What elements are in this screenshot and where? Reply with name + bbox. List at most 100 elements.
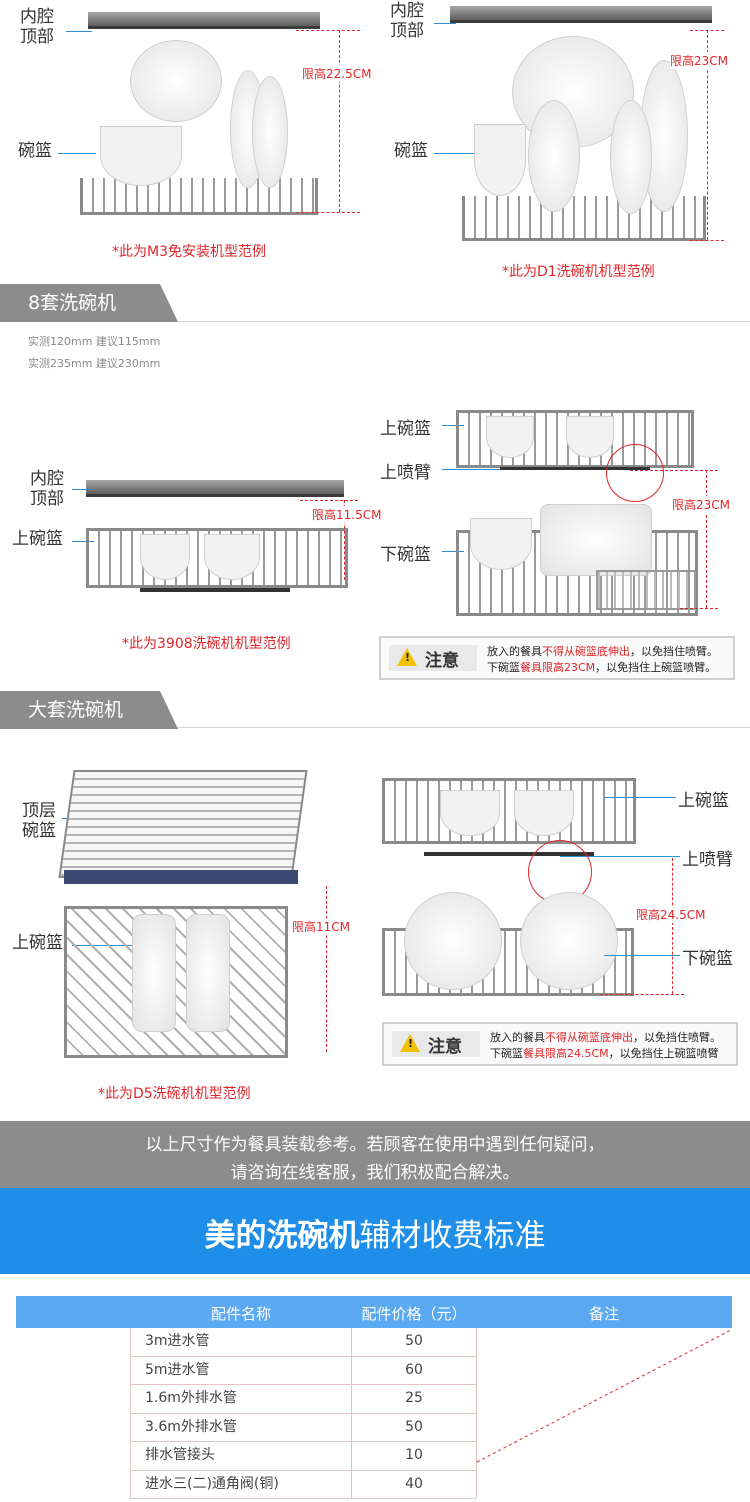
cell-part-price: 40 bbox=[405, 1475, 423, 1492]
notice-line-1: 放入的餐具不得从碗篮底伸出，以免挡住喷臂。 bbox=[487, 645, 718, 658]
bowl-image bbox=[140, 534, 190, 580]
cavity-top-slab bbox=[450, 6, 712, 23]
cell-part-price: 50 bbox=[405, 1418, 423, 1435]
bowl-image bbox=[440, 790, 500, 836]
warning-icon bbox=[397, 648, 417, 666]
notice-line-1: 放入的餐具不得从碗篮底伸出，以免挡住喷臂。 bbox=[490, 1031, 721, 1044]
measure-note: 实测235mm 建议230mm bbox=[28, 357, 161, 370]
cavity-top-slab bbox=[88, 12, 320, 29]
model-caption: *此为M3免安装机型范例 bbox=[112, 244, 266, 260]
header-name: 配件名称 bbox=[210, 1305, 271, 1323]
leader-line bbox=[434, 23, 456, 24]
bowl-image bbox=[100, 126, 182, 186]
leader-line bbox=[604, 797, 676, 798]
notice-box: ! 注意 放入的餐具不得从碗篮底伸出，以免挡住喷臂。 下碗篮餐具限高24.5CM… bbox=[382, 1022, 738, 1066]
label-basket: 碗篮 bbox=[18, 141, 52, 161]
model-caption: *此为3908洗碗机机型范例 bbox=[122, 636, 291, 652]
table-row: 5m进水管 60 bbox=[130, 1356, 476, 1385]
leader-line bbox=[72, 489, 92, 490]
leader-line bbox=[604, 955, 680, 956]
label-upper-arm: 上喷臂 bbox=[380, 463, 431, 483]
cell-part-name: 1.6m外排水管 bbox=[131, 1385, 352, 1413]
fee-banner-title: 美的洗碗机辅材收费标准 bbox=[204, 1218, 546, 1254]
limit-dashed-line bbox=[690, 30, 724, 31]
spray-arm-image bbox=[500, 467, 650, 470]
label-cavity-top: 内腔 顶部 bbox=[30, 469, 64, 509]
bowl-image bbox=[474, 124, 526, 196]
cell-part-name: 5m进水管 bbox=[131, 1356, 352, 1384]
label-basket: 碗篮 bbox=[394, 141, 428, 161]
cell-part-price: 60 bbox=[405, 1361, 423, 1378]
label-lower-basket: 下碗篮 bbox=[682, 949, 733, 969]
cell-part-price: 25 bbox=[405, 1390, 423, 1406]
notice-line-2: 下碗篮餐具限高23CM，以免挡住上碗篮喷臂。 bbox=[487, 661, 717, 674]
footer-notice-line-2: 请咨询在线客服，我们积极配合解决。 bbox=[230, 1163, 520, 1183]
height-limit-label: 限高24.5CM bbox=[636, 906, 706, 923]
limit-dashed-line bbox=[344, 500, 345, 580]
section-divider bbox=[0, 321, 750, 322]
plate-image bbox=[610, 100, 652, 214]
remark-cell bbox=[476, 1328, 733, 1498]
upper-basket-image bbox=[382, 778, 636, 844]
label-lower-basket: 下碗篮 bbox=[380, 545, 431, 565]
height-limit-label: 限高11CM bbox=[292, 918, 351, 935]
dish-basket-image bbox=[80, 178, 318, 215]
height-limit-label: 限高23CM bbox=[672, 496, 731, 513]
limit-dashed-line bbox=[296, 30, 360, 31]
bowl-image bbox=[566, 416, 614, 458]
model-caption: *此为D5洗碗机机型范例 bbox=[98, 1086, 251, 1102]
limit-dashed-line bbox=[339, 30, 340, 212]
notice-badge: ! 注意 bbox=[389, 645, 477, 671]
notice-box: ! 注意 放入的餐具不得从碗篮底伸出，以免挡住喷臂。 下碗篮餐具限高23CM，以… bbox=[379, 636, 735, 680]
limit-dashed-line bbox=[296, 212, 360, 213]
cup-stack-image bbox=[186, 914, 230, 1032]
limit-dashed-line bbox=[680, 608, 718, 609]
section-title: 8套洗碗机 bbox=[0, 284, 178, 322]
cell-part-name: 排水管接头 bbox=[131, 1442, 352, 1470]
leader-line bbox=[560, 856, 680, 857]
section-divider bbox=[0, 727, 750, 728]
label-upper-basket: 上碗篮 bbox=[380, 419, 431, 439]
notice-badge: ! 注意 bbox=[392, 1031, 480, 1057]
bowl-image bbox=[514, 790, 574, 836]
measure-note: 实测120mm 建议115mm bbox=[28, 335, 161, 348]
label-top-layer-basket: 顶层 碗篮 bbox=[22, 801, 56, 841]
label-upper-basket: 上碗篮 bbox=[678, 791, 729, 811]
height-limit-label: 限高11.5CM bbox=[312, 506, 382, 523]
limit-dashed-line bbox=[300, 500, 358, 501]
cutlery-basket-image bbox=[596, 570, 696, 610]
top-layer-frame bbox=[64, 870, 298, 884]
limit-dashed-line bbox=[630, 470, 718, 471]
spray-arm-image bbox=[140, 588, 290, 592]
bowl-image bbox=[470, 518, 532, 570]
detail-circle bbox=[606, 444, 664, 502]
limit-dashed-line bbox=[706, 470, 707, 608]
footer-notice: 以上尺寸作为餐具装载参考。若顾客在使用中遇到任何疑问， 请咨询在线客服，我们积极… bbox=[0, 1121, 750, 1188]
leader-line bbox=[442, 425, 464, 426]
header-remark: 备注 bbox=[588, 1305, 619, 1323]
height-limit-label: 限高22.5CM bbox=[302, 65, 372, 82]
model-caption: *此为D1洗碗机机型范例 bbox=[502, 264, 655, 280]
notice-title: 注意 bbox=[428, 1037, 462, 1057]
plate-image bbox=[520, 892, 618, 990]
fee-banner: 美的洗碗机辅材收费标准 bbox=[0, 1188, 750, 1274]
section-title: 大套洗碗机 bbox=[0, 691, 178, 729]
limit-dashed-line bbox=[600, 994, 684, 995]
leader-line bbox=[66, 31, 92, 32]
cell-part-name: 3.6m外排水管 bbox=[131, 1413, 352, 1441]
header-price: 配件价格（元） bbox=[361, 1305, 467, 1323]
label-upper-basket: 上碗篮 bbox=[12, 933, 63, 953]
cell-part-price: 50 bbox=[405, 1333, 423, 1349]
footer-notice-line-1: 以上尺寸作为餐具装载参考。若顾客在使用中遇到任何疑问， bbox=[145, 1135, 605, 1155]
limit-dashed-line bbox=[707, 30, 708, 240]
upper-basket-image bbox=[64, 906, 288, 1058]
label-upper-arm: 上喷臂 bbox=[682, 850, 733, 870]
cell-part-price: 10 bbox=[405, 1447, 423, 1463]
cup-stack-image bbox=[132, 914, 176, 1032]
table-row: 1.6m外排水管 25 bbox=[130, 1385, 476, 1414]
remark-slash bbox=[476, 1329, 732, 1463]
table-row: 排水管接头 10 bbox=[130, 1442, 476, 1471]
height-limit-label: 限高23CM bbox=[670, 52, 729, 69]
